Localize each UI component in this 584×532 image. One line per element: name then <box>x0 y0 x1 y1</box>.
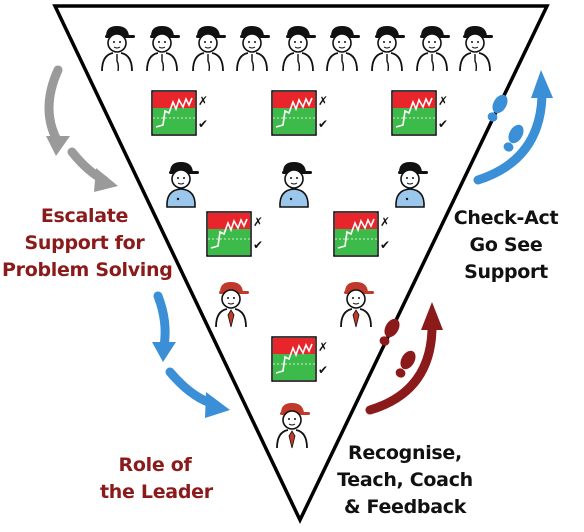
status-board: ✗ ✔ <box>206 211 263 257</box>
check-icon: ✔ <box>253 238 263 252</box>
check-icon: ✔ <box>438 117 448 131</box>
label-line: Check-Act <box>453 207 559 229</box>
cross-icon: ✗ <box>438 94 448 108</box>
status-board: ✗ ✔ <box>271 90 328 136</box>
escalate-support-label: Escalate Support for Problem Solving <box>2 203 173 284</box>
cross-icon: ✗ <box>253 215 263 229</box>
label-line: Escalate <box>40 205 129 227</box>
cross-icon: ✗ <box>318 94 328 108</box>
label-line: Recognise, <box>348 442 462 464</box>
label-line: the Leader <box>100 481 213 503</box>
status-board: ✗ ✔ <box>271 336 328 382</box>
status-board: ✗ ✔ <box>333 211 390 257</box>
cross-icon: ✗ <box>380 215 390 229</box>
blue-role-arrow <box>152 291 230 418</box>
check-act-label: Check-Act Go See Support <box>446 205 566 286</box>
status-board: ✗ ✔ <box>391 90 448 136</box>
cross-icon: ✗ <box>198 94 208 108</box>
cross-icon: ✗ <box>318 340 328 354</box>
red-recognise-arrow <box>365 302 443 415</box>
check-icon: ✔ <box>380 238 390 252</box>
gray-escalate-arrow <box>44 65 118 192</box>
label-line: Problem Solving <box>2 259 173 281</box>
label-line: & Feedback <box>343 496 467 518</box>
label-line: Go See <box>469 234 543 256</box>
blue-check-act-arrow <box>473 70 553 185</box>
label-line: Support for <box>24 232 145 254</box>
label-line: Role of <box>118 454 192 476</box>
label-line: Support <box>464 261 548 283</box>
check-icon: ✔ <box>318 363 328 377</box>
recognise-teach-label: Recognise, Teach, Coach & Feedback <box>330 440 480 521</box>
status-board: ✗ ✔ <box>151 90 208 136</box>
label-line: Teach, Coach <box>337 469 473 491</box>
check-icon: ✔ <box>198 117 208 131</box>
role-of-leader-label: Role of the Leader <box>100 452 213 506</box>
check-icon: ✔ <box>318 117 328 131</box>
